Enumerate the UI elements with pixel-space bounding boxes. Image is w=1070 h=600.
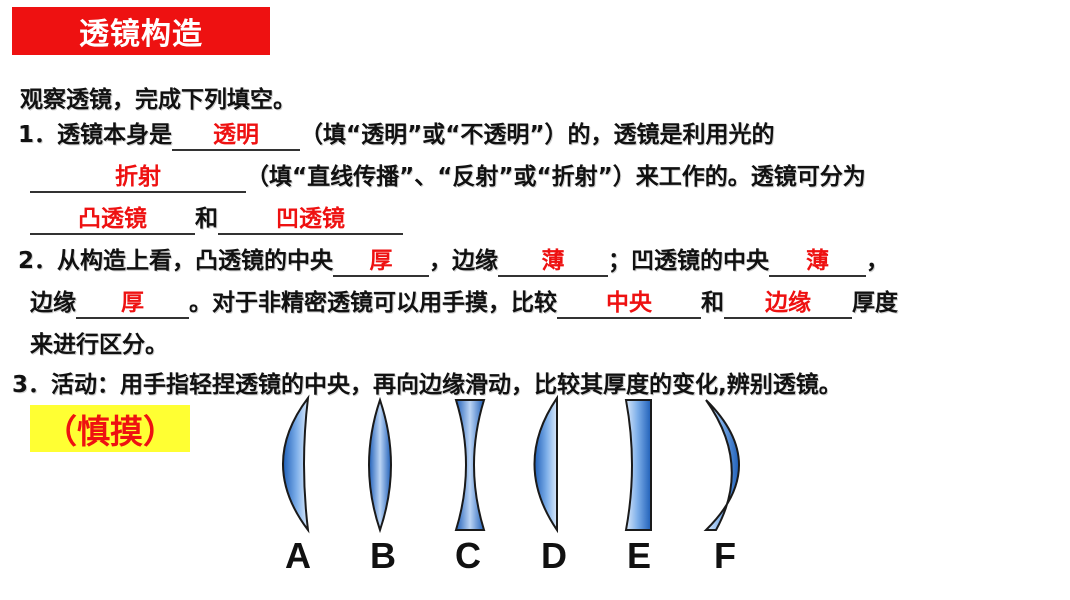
q1-text-1: （填“透明”或“不透明”）的，透镜是利用光的 [300,122,775,148]
q1-line-3: 凸透镜和凹透镜 [30,199,403,235]
q1-and: 和 [195,206,218,232]
q2-text-5: 。对于非精密透镜可以用手摸，比较 [189,290,557,316]
lens-c-biconcave-lens-icon [454,399,486,531]
q1-prefix: 1．透镜本身是 [18,122,173,148]
lens-diagram [282,394,740,534]
q1-answer-3: 凸透镜 [30,205,195,235]
caution-text: （慎摸） [44,411,176,451]
q2-text-4: 边缘 [30,290,76,316]
caution-badge: （慎摸） [30,405,190,452]
q2-prefix: 2．从构造上看，凸透镜的中央 [18,248,334,274]
q1-line-1: 1．透镜本身是透明（填“透明”或“不透明”）的，透镜是利用光的 [18,115,774,151]
q1-text-2: （填“直线传播”、“反射”或“折射”）来工作的。透镜可分为 [246,164,866,190]
q2-text-6: 和 [701,290,724,316]
q2-text-2: ；凹透镜的中央 [608,248,770,274]
lens-label-f: F [714,535,736,576]
q2-line-1: 2．从构造上看，凸透镜的中央厚，边缘薄；凹透镜的中央薄， [18,241,889,277]
q2-text-7: 厚度 [852,290,898,316]
q2-text-1: ，边缘 [429,248,499,274]
q2-answer-2: 薄 [498,247,609,277]
lens-f-meniscus-lens-icon [703,399,740,531]
title-banner: 透镜构造 [12,7,270,55]
q2-line-2: 边缘厚。对于非精密透镜可以用手摸，比较中央和边缘厚度 [30,283,898,319]
q1-answer-4: 凹透镜 [218,205,403,235]
q2-answer-3: 薄 [769,247,867,277]
q2-answer-1: 厚 [333,247,430,277]
lens-label-d: D [541,535,567,576]
q1-line-2: 折射（填“直线传播”、“反射”或“折射”）来工作的。透镜可分为 [30,157,866,193]
intro-text: 观察透镜，完成下列填空。 [20,87,296,113]
lens-label-c: C [455,535,481,576]
q2-answer-6: 边缘 [724,289,852,319]
lens-d-plano-convex-lens-icon [533,394,558,534]
lens-b-biconvex-lens-icon [368,396,392,534]
q3-text: 3．活动：用手指轻捏透镜的中央，再向边缘滑动，比较其厚度的变化,辨别透镜。 [12,372,842,398]
q2-line-3: 来进行区分。 [30,332,168,358]
q2-answer-4: 厚 [76,289,189,319]
q2-text-3: ， [866,248,890,274]
lens-label-e: E [626,535,652,576]
lens-e-plano-concave-lens-icon [624,399,652,531]
page-title: 透镜构造 [79,17,203,52]
lens-label-b: B [370,535,396,576]
q1-answer-1: 透明 [172,121,301,151]
q1-answer-2: 折射 [30,163,246,193]
lens-a-plano-convex-lens-icon [282,394,310,534]
q2-answer-5: 中央 [557,289,701,319]
lens-label-a: A [285,535,311,576]
